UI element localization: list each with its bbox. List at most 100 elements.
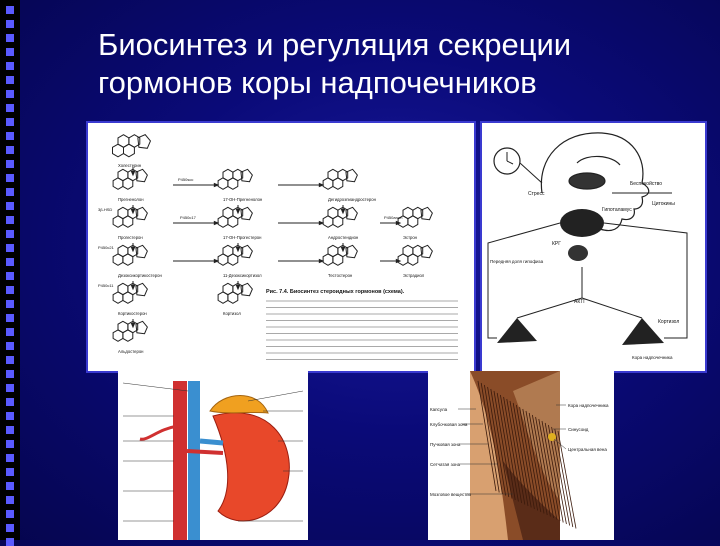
film-strip-hole (6, 62, 14, 70)
label-cytokines: Цитокины (652, 201, 675, 207)
left-adrenal-shape (497, 318, 537, 343)
film-strip-hole (6, 188, 14, 196)
compound-label: Эстрадиол (403, 273, 425, 278)
head-profile-icon (540, 132, 650, 232)
film-strip-hole (6, 272, 14, 280)
film-strip-hole (6, 384, 14, 392)
slide-title: Биосинтез и регуляция секреции гормонов … (98, 26, 698, 102)
adrenal-anatomy-image (118, 371, 308, 540)
label-cortisol: Кортизол (658, 319, 679, 325)
film-strip-hole (6, 48, 14, 56)
film-strip-hole (6, 258, 14, 266)
film-strip-hole (6, 342, 14, 350)
film-strip-hole (6, 412, 14, 420)
compound-label: Андростендион (328, 235, 359, 240)
histo-label-central-vein: Центральная вена (568, 447, 607, 452)
film-strip-hole (6, 538, 14, 546)
film-strip-decoration (0, 0, 20, 546)
enzyme-label: 3β-HSD (98, 207, 112, 212)
biosynthesis-scheme-image: Рис. 7.4. Биосинтез стероидных гормонов … (86, 121, 476, 373)
vena-cava-shape (188, 381, 200, 540)
clock-icon (493, 147, 521, 175)
label-anterior-pituitary: Передняя доля гипофиза (490, 259, 544, 264)
compound-label: Тестостерон (328, 273, 353, 278)
adrenal-anatomy-drawing (118, 371, 308, 540)
film-strip-hole (6, 20, 14, 28)
film-strip-hole (6, 6, 14, 14)
film-strip-hole (6, 482, 14, 490)
histo-label-fasciculata: Пучковая зона (430, 442, 461, 447)
film-strip-hole (6, 398, 14, 406)
label-crh: КРГ (552, 241, 561, 247)
right-adrenal-shape (622, 318, 664, 345)
histo-label-medulla: Мозговое вещество (430, 492, 472, 497)
film-strip-hole (6, 34, 14, 42)
compound-label: Холестерин (118, 163, 142, 168)
film-strip-hole (6, 174, 14, 182)
enzyme-label: P450c11 (98, 283, 114, 288)
film-strip-hole (6, 244, 14, 252)
label-adrenal-cortex: Кора надпочечника (632, 355, 673, 360)
film-strip-hole (6, 104, 14, 112)
histo-label-glomerulosa: Клубочковая зона (430, 422, 468, 427)
aorta-shape (173, 381, 187, 540)
histo-label-adrenal-cortex: Кора надпочечника (568, 403, 609, 408)
histo-label-capsule: Капсула (430, 407, 448, 412)
enzyme-label: P450c21 (98, 245, 115, 250)
film-strip-hole (6, 202, 14, 210)
compound-label: Кортизол (223, 311, 241, 316)
film-strip-hole (6, 370, 14, 378)
histo-label-reticularis: Сетчатая зона (430, 462, 461, 467)
biosynthesis-caption: Рис. 7.4. Биосинтез стероидных гормонов … (266, 289, 405, 295)
pituitary-shape (560, 209, 604, 237)
film-strip-hole (6, 76, 14, 84)
film-strip-hole (6, 510, 14, 518)
hpa-regulation-drawing: Стресс Беспокойство Гипоталамус Цитокины… (482, 123, 705, 371)
slide-title-line-2: гормонов коры надпочечников (98, 65, 537, 100)
compound-label: Дезоксикортикостерон (118, 273, 162, 278)
film-strip-hole (6, 496, 14, 504)
film-strip-hole (6, 426, 14, 434)
label-anxiety: Беспокойство (630, 180, 662, 187)
anterior-pituitary-shape (568, 245, 588, 261)
label-acth: АКТГ (574, 299, 586, 305)
hpa-regulation-diagram: Стресс Беспокойство Гипоталамус Цитокины… (480, 121, 707, 373)
film-strip-hole (6, 356, 14, 364)
compound-label: 17-ОН-Прегненолон (223, 197, 263, 202)
adrenal-histology-image: Капсула Клубочковая зона Пучковая зона С… (428, 371, 614, 540)
film-strip-hole (6, 314, 14, 322)
film-strip-hole (6, 118, 14, 126)
film-strip-hole (6, 132, 14, 140)
compound-label: 17-ОН-Прогестерон (223, 235, 262, 240)
slide-title-line-1: Биосинтез и регуляция секреции (98, 27, 572, 62)
biosynthesis-scheme-drawing: Рис. 7.4. Биосинтез стероидных гормонов … (88, 123, 474, 371)
enzyme-label: P450c17 (180, 215, 197, 220)
enzyme-label: P450scc (178, 177, 193, 182)
film-strip-hole (6, 146, 14, 154)
histo-label-sinusoid: Синусоид (568, 427, 589, 432)
compound-label: Прегненолон (118, 197, 144, 202)
caption-block: Рис. 7.4. Биосинтез стероидных гормонов … (266, 289, 458, 360)
film-strip-hole (6, 230, 14, 238)
film-strip-hole (6, 328, 14, 336)
film-strip-hole (6, 300, 14, 308)
film-strip-hole (6, 160, 14, 168)
compound-label: 11-Дезоксикортизол (223, 273, 262, 278)
compound-label: Прогестерон (118, 235, 143, 240)
film-strip-hole (6, 286, 14, 294)
compound-label: Эстрон (403, 235, 418, 240)
film-strip-hole (6, 90, 14, 98)
kidney-shape (212, 412, 290, 522)
compound-label: Кортикостерон (118, 311, 147, 316)
compound-label: Дегидроэпиандростерон (328, 197, 377, 202)
label-stress: Стресс (528, 191, 545, 197)
enzyme-label: P450arom (384, 215, 403, 220)
film-strip-hole (6, 524, 14, 532)
film-strip-hole (6, 440, 14, 448)
film-strip-hole (6, 468, 14, 476)
compound-label: Альдостерон (118, 349, 144, 354)
film-strip-hole (6, 454, 14, 462)
film-strip-hole (6, 216, 14, 224)
adrenal-histology-drawing: Капсула Клубочковая зона Пучковая зона С… (428, 371, 614, 540)
label-hypothalamus: Гипоталамус (602, 207, 632, 213)
